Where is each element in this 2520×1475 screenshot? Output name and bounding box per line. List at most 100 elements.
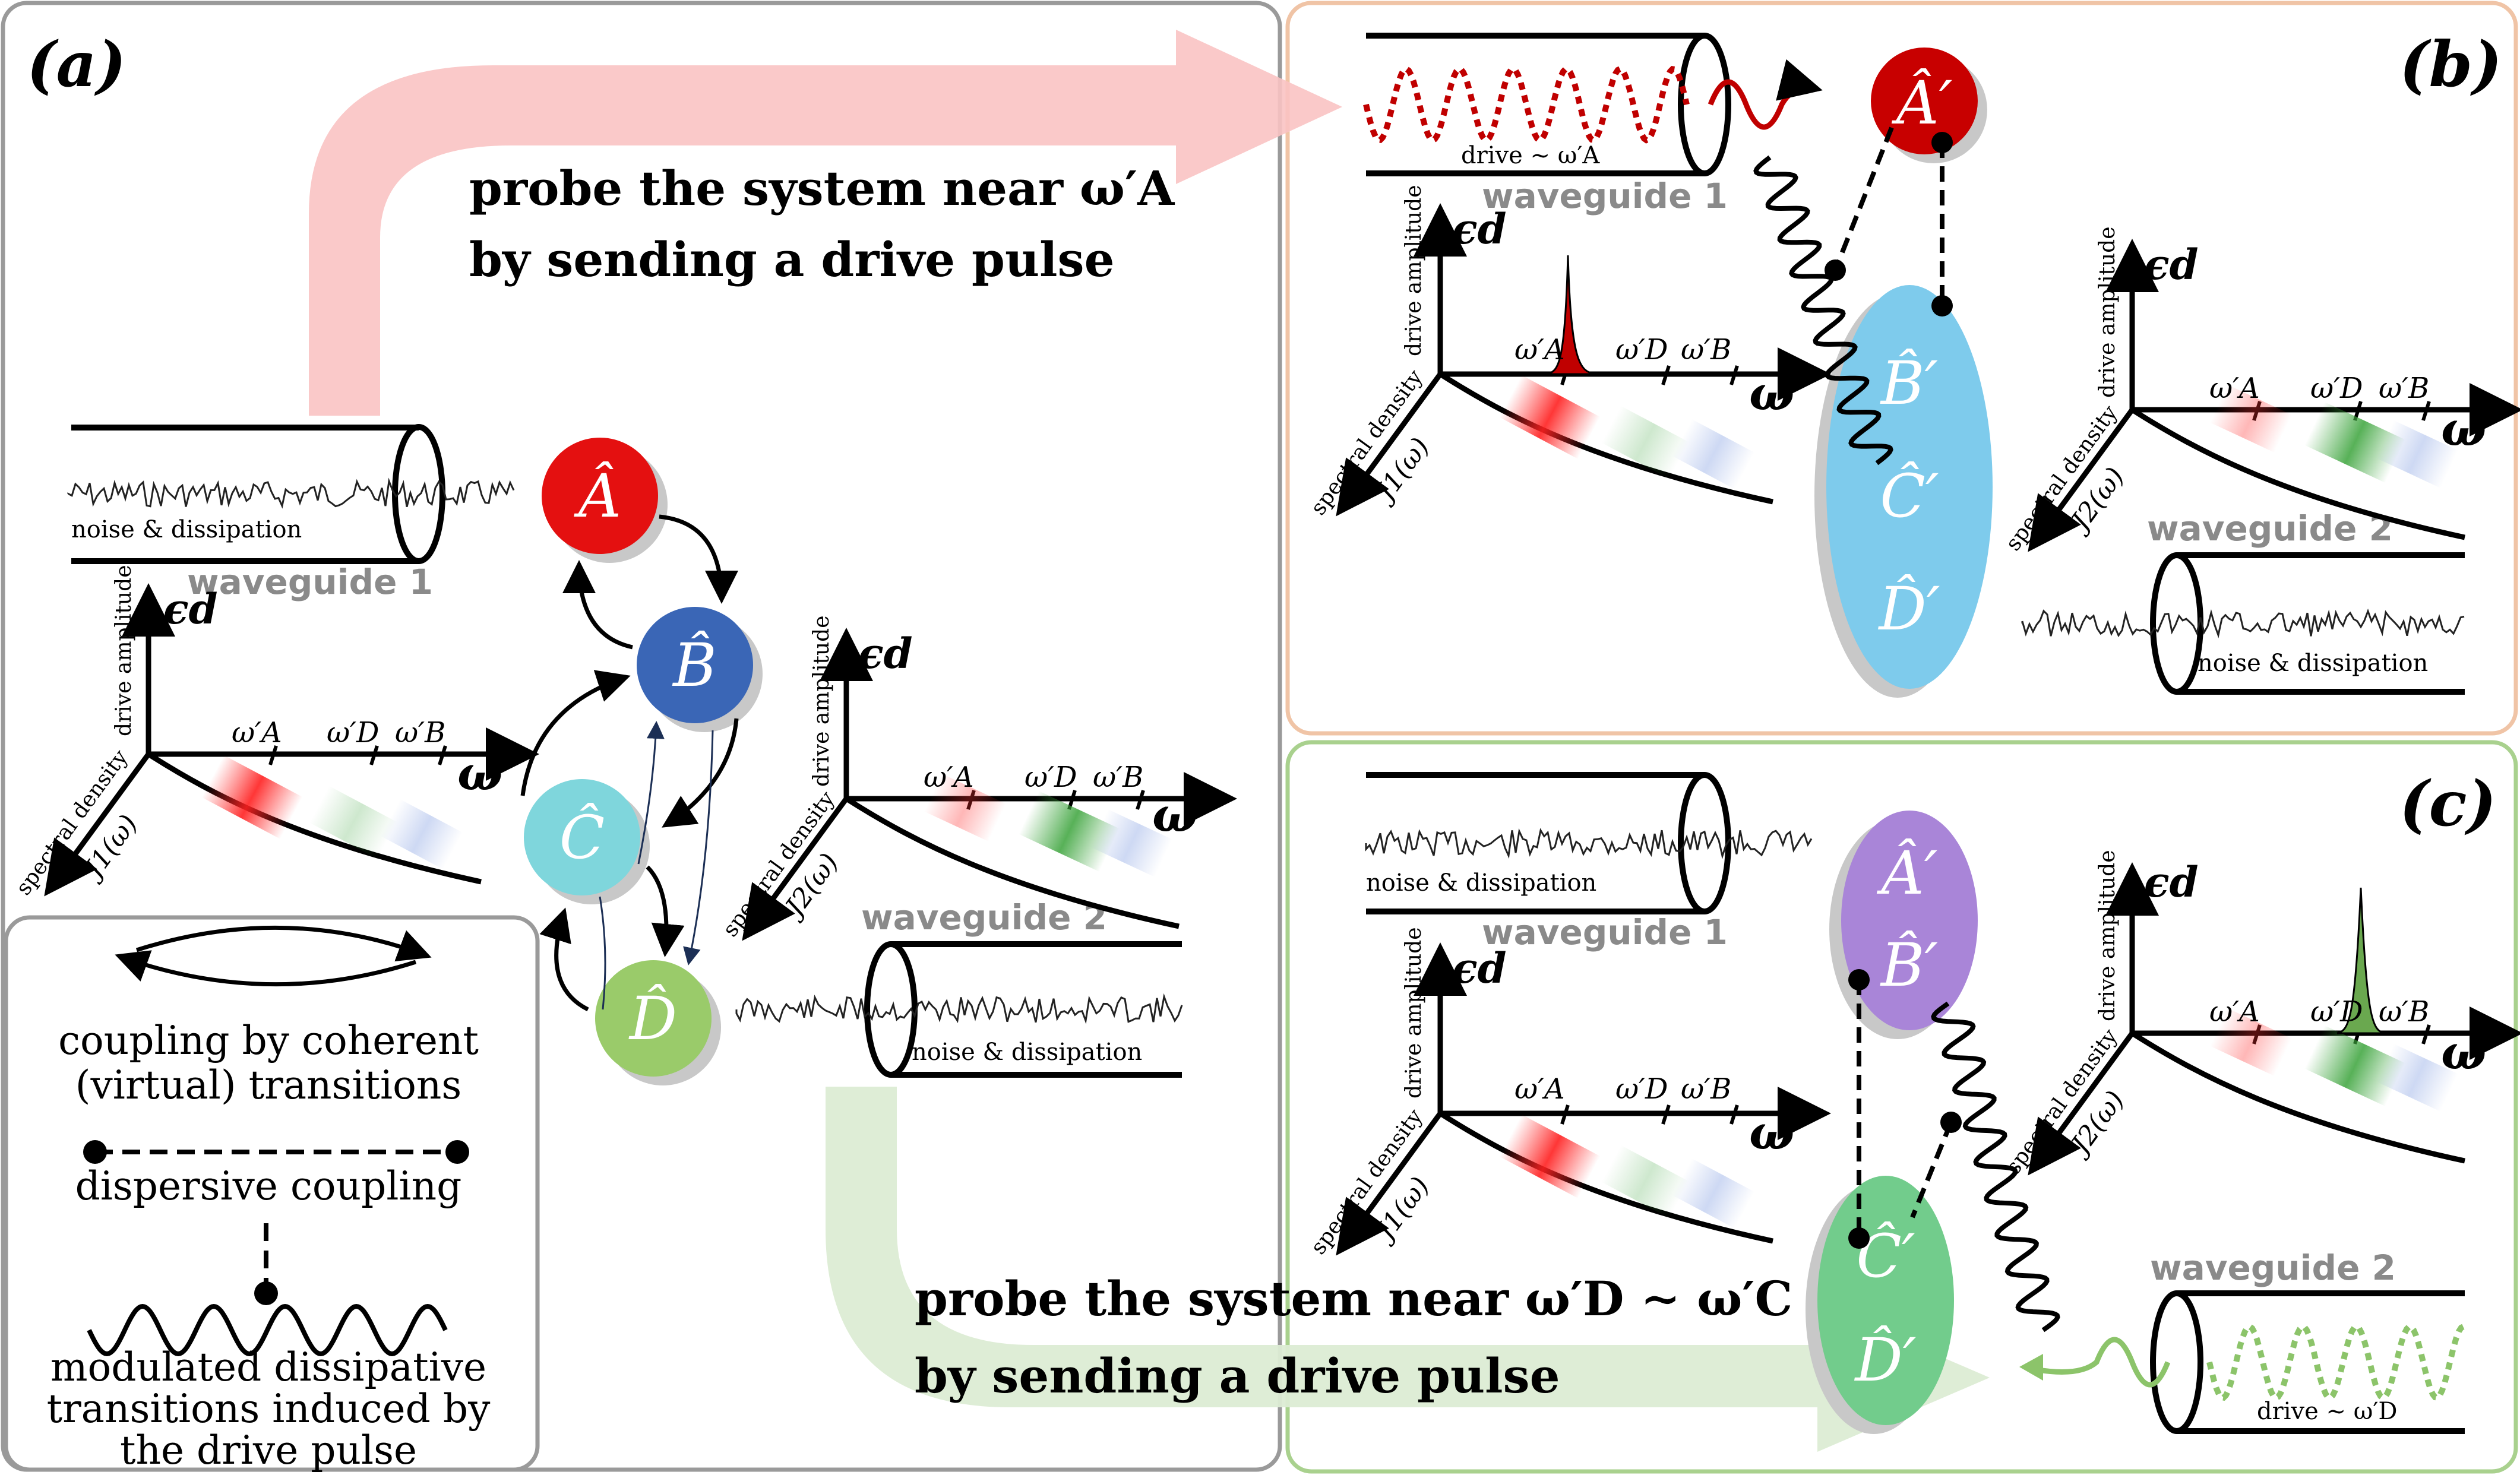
svg-text:B̂′: B̂′ [1880,349,1938,418]
panel-c-label: (c) [2399,767,2496,840]
panel-b-label: (b) [2399,27,2502,101]
wA-label: ω′A [232,716,282,749]
svg-text:Â′: Â′ [1892,68,1953,138]
wA-label: ω′A [1514,1072,1565,1106]
legend-dispersive: dispersive coupling [75,1163,462,1209]
svg-text:Â′: Â′ [1877,838,1938,908]
wB-label: ω′B [2379,995,2429,1028]
node [1848,969,1870,990]
omega-label: ω [1749,1104,1794,1160]
noise-label: noise & dissipation [1366,869,1596,897]
epsilon-label: ϵd [858,629,913,678]
waveguide-2-label: waveguide 2 [861,897,1107,938]
legend-coherent-2: (virtual) transitions [75,1062,462,1108]
panel-a-label: (a) [27,27,126,101]
waveguide-1-b [1363,33,1823,176]
waveguide-2-a [735,941,1183,1078]
wD-label: ω′D [1615,333,1668,366]
waveguide-1-c [1365,772,1813,914]
drive-amplitude-label: drive amplitude [1402,927,1426,1099]
legend-dispersive-line [83,1140,469,1164]
spectral-axes-a2 [748,638,1226,932]
epsilon-label: ϵd [2144,857,2199,907]
legend-modulated-1: modulated dissipative [50,1344,486,1390]
wB-label: ω′B [1681,333,1731,366]
waveguide-2-c [2019,1290,2465,1434]
mode-A: Â [542,438,668,563]
drive-amplitude-label: drive amplitude [112,565,136,736]
omega-label: ω [2441,401,2486,457]
probe-d-text-1: probe the system near ω′D ∼ ω′C [915,1271,1792,1327]
panel-c-frame [1285,740,2518,1474]
wD-label: ω′D [327,716,380,749]
node [1940,1112,1962,1133]
waveguide-2-label: waveguide 2 [2150,1248,2396,1288]
drive-label: drive ∼ ω′A [1461,142,1600,169]
wB-label: ω′B [2379,372,2429,405]
wB-label: ω′B [1681,1072,1731,1106]
omega-label: ω [1749,365,1794,421]
svg-text:Ĉ′: Ĉ′ [1880,461,1939,531]
epsilon-label: ϵd [1452,944,1507,993]
dissipative-wiggle-c [1931,1001,2060,1332]
svg-text:D̂′: D̂′ [1878,574,1940,644]
wA-label: ω′A [2209,995,2260,1028]
waveguide-2-b [2021,552,2465,695]
spectral-axes-c1 [1342,953,1820,1247]
wB-label: ω′B [1093,761,1143,794]
drive-amplitude-label: drive amplitude [810,615,834,787]
drive-amplitude-label: drive amplitude [2095,850,2120,1021]
panel-a-frame [1,1,1282,1472]
wD-label: ω′D [2310,372,2363,405]
mode-A-prime-b: Â′ [1871,48,1987,163]
wA-label: ω′A [2209,372,2260,405]
waveguide-1-label: waveguide 1 [1482,176,1728,216]
waveguide-1-label: waveguide 1 [187,562,433,602]
wD-label: ω′D [1615,1072,1668,1106]
mode-D: D̂ [595,960,721,1085]
mode-C: Ĉ [524,779,650,904]
drive-amplitude-label: drive amplitude [2095,226,2120,398]
epsilon-label: ϵd [2144,240,2199,289]
wA-label: ω′A [924,761,974,794]
spectral-axes-b2 [2034,249,2512,543]
probe-d-text-2: by sending a drive pulse [915,1348,1560,1404]
svg-text:Â: Â [574,461,621,531]
node [1848,1227,1870,1249]
omega-label: ω [457,745,502,801]
wB-label: ω′B [395,716,445,749]
probe-arrow-green [826,1087,1990,1452]
dispersive-links-c [1857,980,1953,1238]
wD-label: ω′D [1025,761,1077,794]
legend-modulated-wave [87,1223,448,1357]
legend-frame [4,915,540,1472]
probe-a-text-1: probe the system near ω′A [469,160,1175,216]
probe-a-text-2: by sending a drive pulse [469,232,1114,287]
coupling-arrows-a [520,514,739,1012]
noise-label: noise & dissipation [912,1039,1142,1066]
noise-wave [67,477,515,509]
spectral-axes-c2 [2034,873,2512,1167]
noise-wave [735,993,1183,1024]
svg-text:D̂′: D̂′ [1854,1325,1917,1395]
epsilon-label: ϵd [1452,204,1507,254]
omega-label: ω [1152,787,1197,843]
legend-modulated-3: the drive pulse [120,1427,417,1473]
legend-coherent-arrow [115,925,432,987]
dissipative-links-a [599,721,714,1010]
drive-amplitude-label: drive amplitude [1402,185,1426,356]
drive-label: drive ∼ ω′D [2257,1398,2398,1425]
waveguide-1-label: waveguide 1 [1482,912,1728,952]
svg-text:Ĉ: Ĉ [559,803,605,872]
mode-ellipse-AB-c: Â′ B̂′ [1829,811,1978,1039]
wD-label: ω′D [2310,995,2363,1028]
probe-arrow-red [309,30,1342,416]
noise-label: noise & dissipation [2198,650,2428,677]
svg-text:B̂: B̂ [672,631,717,700]
dissipative-wiggle-b [1753,155,1893,466]
waveguide-1-a [67,424,515,564]
mode-ellipse-BCD-b: B̂′ Ĉ′ D̂′ [1814,285,1993,698]
wA-label: ω′A [1514,333,1565,366]
svg-text:D̂: D̂ [628,984,677,1053]
